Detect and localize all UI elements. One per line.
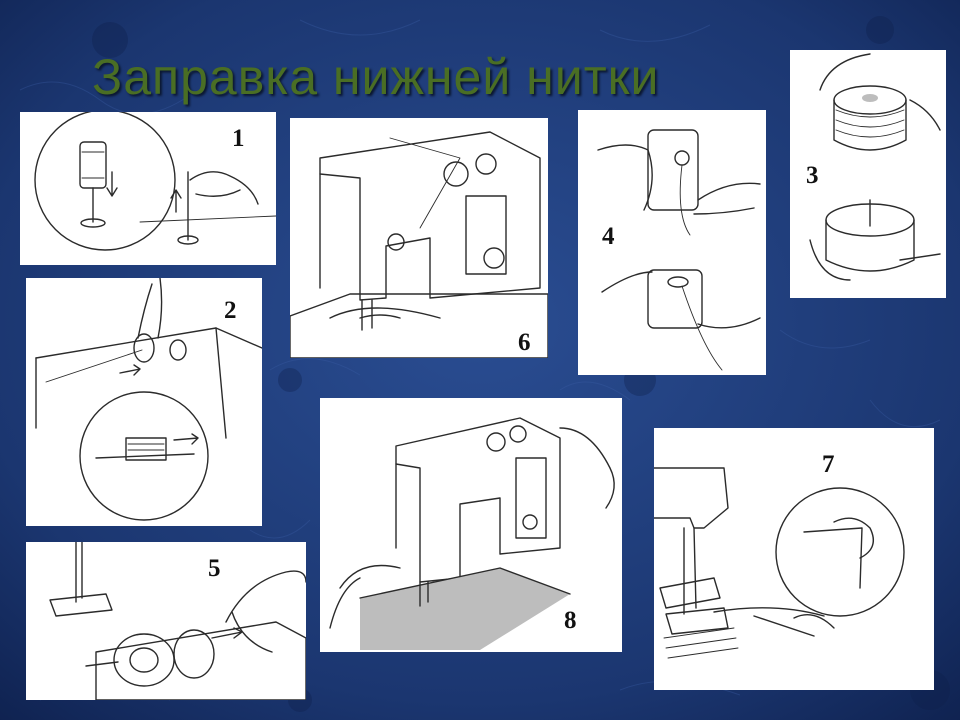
panel-number-7: 7	[822, 451, 835, 478]
panel-number-2: 2	[224, 297, 237, 324]
instruction-panel-4: 4	[578, 110, 766, 375]
panel-number-1: 1	[232, 125, 245, 152]
panel-number-8: 8	[564, 607, 577, 634]
bobbin-case-insert-illustration	[809, 53, 941, 281]
bobbin-case-thread-illustration	[597, 129, 761, 371]
instruction-panel-7: 7	[654, 428, 934, 690]
panel-number-6: 6	[518, 329, 531, 356]
bobbin-winder-illustration	[35, 278, 262, 521]
instruction-panel-5: 5	[26, 542, 306, 700]
slide-title: Заправка нижней нитки	[92, 49, 660, 105]
panel-number-3: 3	[806, 162, 819, 189]
pull-bobbin-thread-illustration	[329, 417, 615, 650]
instruction-panel-2: 2	[26, 278, 262, 526]
instruction-panel-1: 1	[20, 112, 276, 265]
instruction-panel-8: 8	[320, 398, 622, 652]
instruction-panel-3: 3	[790, 50, 946, 298]
panel-number-5: 5	[208, 555, 221, 582]
spool-pin-illustration	[34, 112, 276, 251]
sewing-machine-illustration	[290, 131, 548, 358]
panel-number-4: 4	[602, 223, 615, 250]
needle-threading-illustration	[654, 467, 905, 659]
instruction-panel-6: 6	[290, 118, 548, 358]
shuttle-insert-illustration	[49, 542, 306, 700]
